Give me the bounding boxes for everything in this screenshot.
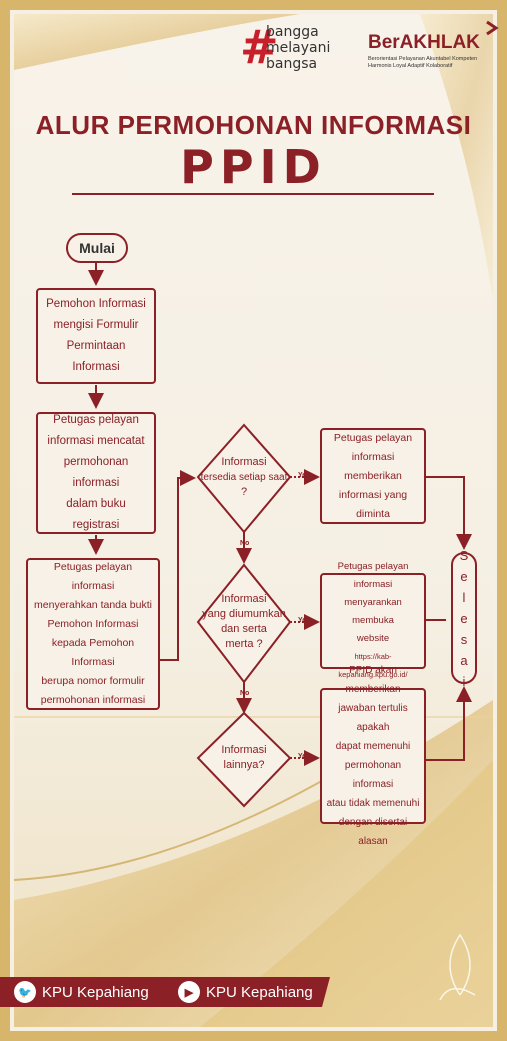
berakhlak-subtitle: Berorientasi Pelayanan Akuntabel Kompete… bbox=[368, 56, 478, 69]
decision1-line: Informasi bbox=[221, 455, 267, 468]
end-letter: e bbox=[460, 610, 468, 626]
decision-available: Informasi tersedia setiap saat ? bbox=[198, 445, 290, 509]
result2-line: Petugas pelayan informasi bbox=[337, 561, 409, 590]
result3-line: PPID akan memberikan bbox=[345, 665, 401, 695]
no-label: No bbox=[240, 690, 250, 697]
twitter-icon: 🐦 bbox=[14, 981, 36, 1003]
step1-line: mengisi Formulir bbox=[53, 319, 139, 331]
step3-line: berupa nomor formulir bbox=[41, 675, 145, 687]
result2-line: menyarankan membuka bbox=[344, 597, 402, 626]
start-node: Mulai bbox=[66, 233, 128, 263]
youtube-link[interactable]: ▶ KPU Kepahiang bbox=[178, 980, 313, 1004]
website-link[interactable]: https://kab-kepahiang.kpu.go.id/ bbox=[338, 652, 408, 679]
decision2-line: dan serta bbox=[221, 623, 267, 635]
end-letter: S bbox=[459, 547, 469, 563]
result1-line: informasi memberikan bbox=[344, 450, 402, 482]
result3-line: dengan disertai alasan bbox=[338, 817, 408, 847]
step-receipt: Petugas pelayan informasi menyerahkan ta… bbox=[26, 558, 160, 710]
yes-label: Yes bbox=[298, 472, 311, 479]
chevron-right-icon bbox=[486, 20, 499, 36]
end-letter: a bbox=[460, 652, 468, 668]
result3-line: atau tidak memenuhi bbox=[326, 798, 420, 809]
step-register: Petugas pelayan informasi mencatat permo… bbox=[36, 412, 156, 534]
step2-line: permohonan informasi bbox=[63, 456, 129, 489]
decision1-line: ? bbox=[240, 485, 248, 498]
bangga-melayani-logo: # bangga melayani bangsa bbox=[240, 20, 340, 78]
step3-line: Petugas pelayan informasi bbox=[53, 561, 133, 592]
end-node: S e l e s a i bbox=[451, 548, 477, 689]
result3-line: jawaban tertulis apakah bbox=[338, 703, 408, 733]
step3-line: menyerahkan tanda bukti bbox=[34, 599, 152, 611]
result-website: Petugas pelayan informasi menyarankan me… bbox=[320, 561, 426, 679]
step3-line: kepada Pemohon Informasi bbox=[51, 637, 135, 668]
twitter-handle: KPU Kepahiang bbox=[42, 983, 149, 1001]
result1-line: diminta bbox=[356, 507, 390, 520]
step2-line: dalam buku registrasi bbox=[66, 498, 126, 531]
page-title-ppid: PPID bbox=[180, 140, 327, 194]
title-divider bbox=[72, 193, 434, 195]
step-fill-form: Pemohon Informasi mengisi Formulir Permi… bbox=[36, 288, 156, 384]
decision2-line: merta ? bbox=[225, 638, 263, 650]
result2-line: website bbox=[356, 633, 390, 644]
step3-line: Pemohon Informasi bbox=[47, 618, 139, 630]
result3-line: permohonan informasi bbox=[344, 760, 402, 790]
decision3-line: lainnya? bbox=[223, 759, 265, 771]
yes-label: Yes bbox=[298, 753, 311, 760]
no-label: No bbox=[240, 540, 250, 547]
decision3-line: Informasi bbox=[221, 744, 267, 756]
end-letter: e bbox=[460, 568, 468, 584]
step1-line: Permintaan Informasi bbox=[66, 340, 126, 373]
result1-line: informasi yang bbox=[338, 488, 408, 501]
footer-band bbox=[0, 977, 330, 1007]
step2-line: informasi mencatat bbox=[47, 435, 145, 447]
bangga-line-3: bangsa bbox=[266, 56, 318, 72]
step2-line: Petugas pelayan bbox=[53, 414, 139, 426]
page-title: ALUR PERMOHONAN INFORMASI bbox=[35, 110, 472, 140]
youtube-icon: ▶ bbox=[178, 981, 200, 1003]
hash-icon: # bbox=[240, 20, 279, 74]
yes-label: Yes bbox=[298, 617, 311, 624]
bangga-line-1: bangga bbox=[266, 24, 319, 40]
end-letter: l bbox=[462, 589, 466, 605]
step1-line: Pemohon Informasi bbox=[46, 298, 146, 310]
step3-line: permohonan informasi bbox=[40, 694, 146, 706]
result1-line: Petugas pelayan bbox=[333, 431, 413, 444]
result-written-answer: PPID akan memberikan jawaban tertulis ap… bbox=[320, 665, 426, 847]
end-letter: i bbox=[462, 673, 466, 689]
end-letter: s bbox=[460, 631, 468, 647]
youtube-handle: KPU Kepahiang bbox=[206, 983, 313, 1001]
result3-line: dapat memenuhi bbox=[335, 741, 411, 752]
decision2-line: Informasi bbox=[221, 593, 267, 605]
bangga-line-2: melayani bbox=[266, 40, 331, 56]
twitter-link[interactable]: 🐦 KPU Kepahiang bbox=[14, 980, 149, 1004]
result-given: Petugas pelayan informasi memberikan inf… bbox=[320, 428, 426, 524]
decision2-line: yang diumumkan bbox=[202, 608, 286, 620]
decision-announced: Informasi yang diumumkan dan serta merta… bbox=[198, 590, 290, 654]
decision1-line: tersedia setiap saat bbox=[200, 471, 288, 483]
decision-other: Informasi lainnya? bbox=[198, 738, 290, 778]
berakhlak-logo: BerAKHLAK bbox=[368, 32, 480, 53]
